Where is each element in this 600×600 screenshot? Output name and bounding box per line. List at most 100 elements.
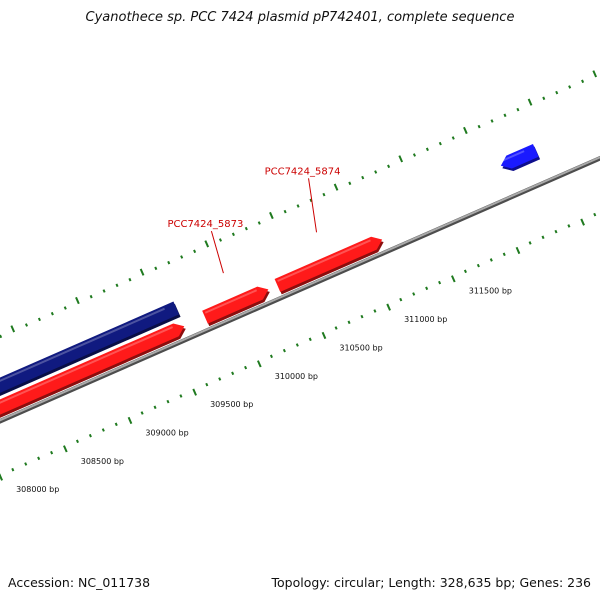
major-tick xyxy=(450,275,456,283)
gene-track xyxy=(0,143,541,418)
major-tick xyxy=(257,360,262,368)
minor-tick xyxy=(115,283,119,288)
ruler-label: 311000 bp xyxy=(404,315,447,324)
minor-tick xyxy=(75,439,79,444)
gene-label: PCC7424_5874 xyxy=(265,166,341,177)
major-tick xyxy=(204,240,210,248)
minor-tick xyxy=(334,326,338,330)
minor-tick xyxy=(128,277,132,282)
minor-tick xyxy=(360,314,364,319)
minor-tick xyxy=(438,280,442,285)
minor-tick xyxy=(374,170,378,174)
major-tick xyxy=(139,268,145,276)
gene-arrow xyxy=(274,236,383,292)
minor-tick xyxy=(387,164,391,169)
minor-tick xyxy=(37,317,41,322)
gene-red-inner xyxy=(0,323,186,418)
minor-tick xyxy=(373,309,377,313)
major-tick xyxy=(192,388,197,396)
minor-tick xyxy=(167,260,171,265)
minor-tick xyxy=(489,258,493,262)
minor-tick xyxy=(541,235,545,240)
minor-tick xyxy=(244,226,248,231)
minor-tick xyxy=(567,224,571,228)
minor-tick xyxy=(269,354,273,359)
gene-5873 xyxy=(202,286,270,327)
minor-tick xyxy=(490,119,494,123)
minor-tick xyxy=(516,107,520,112)
minor-tick xyxy=(463,269,467,274)
minor-tick xyxy=(399,297,403,302)
minor-tick xyxy=(438,141,442,146)
backbone-line xyxy=(0,156,600,422)
ruler-label: 310000 bp xyxy=(275,372,318,381)
gene-label: PCC7424_5873 xyxy=(167,219,243,230)
minor-tick xyxy=(257,221,261,225)
major-tick xyxy=(398,155,404,163)
backbone-layer xyxy=(0,155,600,424)
minor-tick xyxy=(218,238,222,242)
minor-tick xyxy=(50,311,54,316)
gene-highlight xyxy=(0,307,165,382)
gene-blue-right xyxy=(500,143,541,171)
minor-tick xyxy=(502,252,506,257)
gene-arrow xyxy=(0,301,180,393)
minor-tick xyxy=(193,249,197,254)
minor-tick xyxy=(63,306,67,310)
map-title: Cyanothece sp. PCC 7424 plasmid pP742401… xyxy=(85,10,515,25)
accession-text: Accession: NC_011738 xyxy=(8,575,151,590)
minor-tick xyxy=(503,113,507,118)
label-leader xyxy=(210,230,224,274)
minor-tick xyxy=(231,371,235,376)
minor-tick xyxy=(180,255,184,259)
major-tick xyxy=(321,331,327,340)
minor-tick xyxy=(37,456,41,461)
minor-tick xyxy=(412,153,416,157)
major-tick xyxy=(0,473,3,481)
ruler-label: 309000 bp xyxy=(145,428,188,437)
minor-tick xyxy=(153,405,157,410)
minor-tick xyxy=(322,192,326,197)
major-tick xyxy=(515,246,521,255)
minor-tick xyxy=(348,181,352,186)
minor-tick xyxy=(308,337,312,342)
minor-tick xyxy=(593,212,597,217)
minor-tick xyxy=(296,204,300,208)
gene-highlight xyxy=(204,289,258,314)
minor-tick xyxy=(542,96,546,101)
minor-tick xyxy=(89,294,93,299)
gene-5874 xyxy=(274,236,384,295)
minor-tick xyxy=(451,136,455,140)
label-leader xyxy=(308,178,318,233)
ruler-label: 309500 bp xyxy=(210,400,253,409)
minor-tick xyxy=(295,343,299,347)
minor-tick xyxy=(11,467,15,472)
major-tick xyxy=(127,416,133,425)
gene-highlight xyxy=(0,326,174,404)
minor-tick xyxy=(581,79,585,84)
minor-tick xyxy=(154,266,158,271)
minor-tick xyxy=(555,90,559,95)
gene-arrow xyxy=(202,286,269,324)
minor-tick xyxy=(477,124,481,129)
major-tick xyxy=(386,303,391,311)
minor-tick xyxy=(166,399,170,404)
major-tick xyxy=(63,445,68,453)
major-tick xyxy=(75,296,80,305)
gene-navy-outer xyxy=(0,301,181,397)
minor-tick xyxy=(309,198,313,203)
minor-tick xyxy=(24,323,29,327)
major-tick xyxy=(527,98,533,106)
topology-summary: Topology: circular; Length: 328,635 bp; … xyxy=(271,575,592,590)
ruler-label: 310500 bp xyxy=(339,343,382,352)
minor-tick xyxy=(179,394,183,398)
gene-labels: PCC7424_5873 PCC7424_5874 xyxy=(167,166,341,274)
major-tick xyxy=(10,325,16,333)
gene-highlight xyxy=(277,239,371,282)
minor-tick xyxy=(88,433,92,438)
minor-tick xyxy=(554,229,558,234)
minor-tick xyxy=(568,85,572,89)
minor-tick xyxy=(347,320,351,325)
